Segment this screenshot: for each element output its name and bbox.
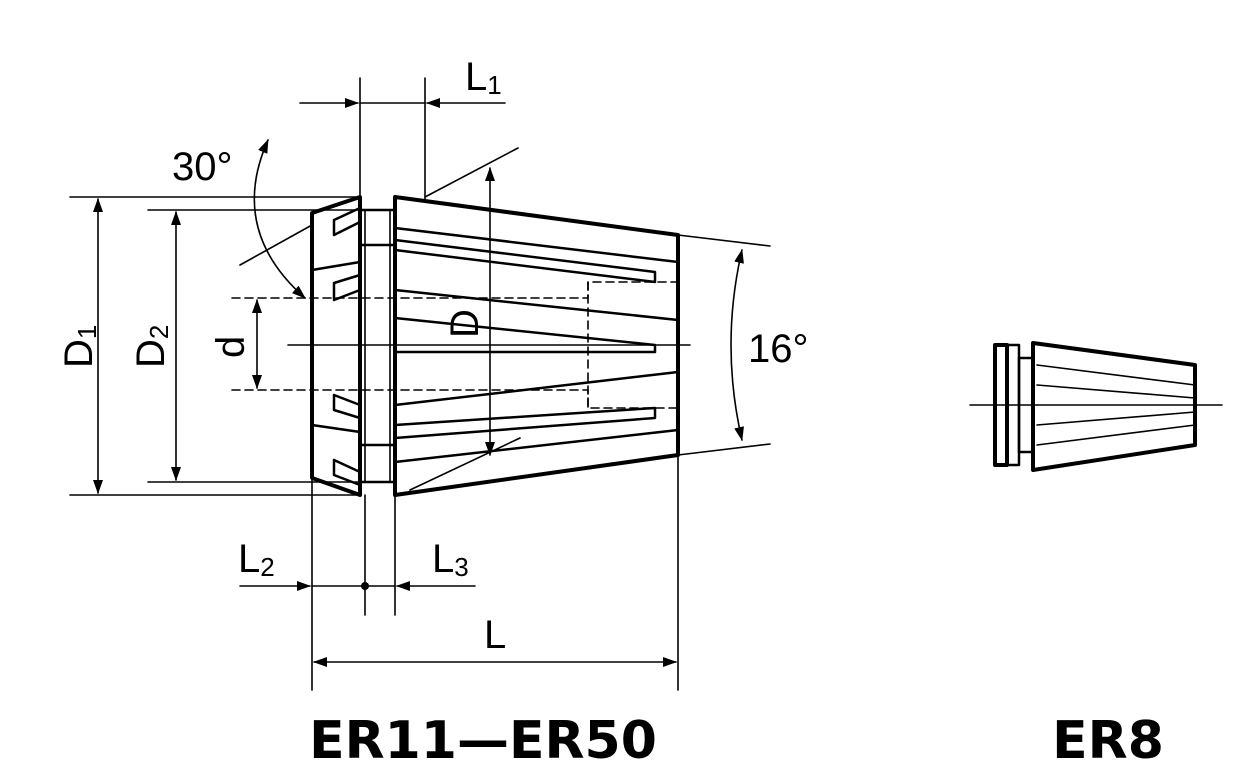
body-line-3: [393, 370, 680, 407]
dim-angle-30-arc: [253, 139, 306, 299]
head-line-2: [310, 423, 362, 434]
extension-lines: [69, 77, 771, 691]
caption-er8: ER8: [1052, 711, 1164, 771]
collet-taper-body: [393, 195, 680, 497]
label-angle-30: 30°: [172, 145, 233, 189]
dim-l2-l3-dot: [361, 582, 369, 590]
body-line-2: [393, 288, 680, 322]
body-slit-2: [393, 406, 657, 440]
body-line-1: [393, 226, 680, 264]
head-slot-top: [332, 206, 362, 237]
body-line-4: [393, 428, 680, 464]
label-d2: D2: [129, 325, 174, 368]
body-slit-center: [393, 316, 657, 354]
er8-taper-body: [1031, 341, 1197, 472]
head-slot-upper: [332, 273, 362, 302]
label-angle-16: 16°: [748, 327, 809, 371]
label-d-small: d: [209, 336, 253, 358]
label-d1: D1: [57, 325, 102, 368]
er8-body-slits: [1036, 364, 1196, 446]
label-l: L: [484, 613, 506, 657]
label-l3: L3: [432, 537, 469, 582]
body-slit-1: [393, 238, 657, 284]
collet-large-side-view: [231, 195, 691, 497]
head-line-1: [310, 260, 362, 272]
label-l2: L2: [238, 537, 275, 582]
dim-angle-16-arc: [730, 249, 744, 441]
head-slot-lower: [332, 393, 362, 420]
dimension-lines: [93, 98, 744, 667]
label-l1: L1: [465, 55, 502, 100]
collet-small-side-view: [969, 341, 1223, 472]
caption-er11-er50: ER11—ER50: [309, 711, 657, 771]
dimension-labels: L1 L2 L3 L D1 D2 d D 30° 16°: [57, 55, 809, 657]
label-d-big: D: [443, 309, 487, 338]
collet-head-outline: [310, 195, 362, 497]
